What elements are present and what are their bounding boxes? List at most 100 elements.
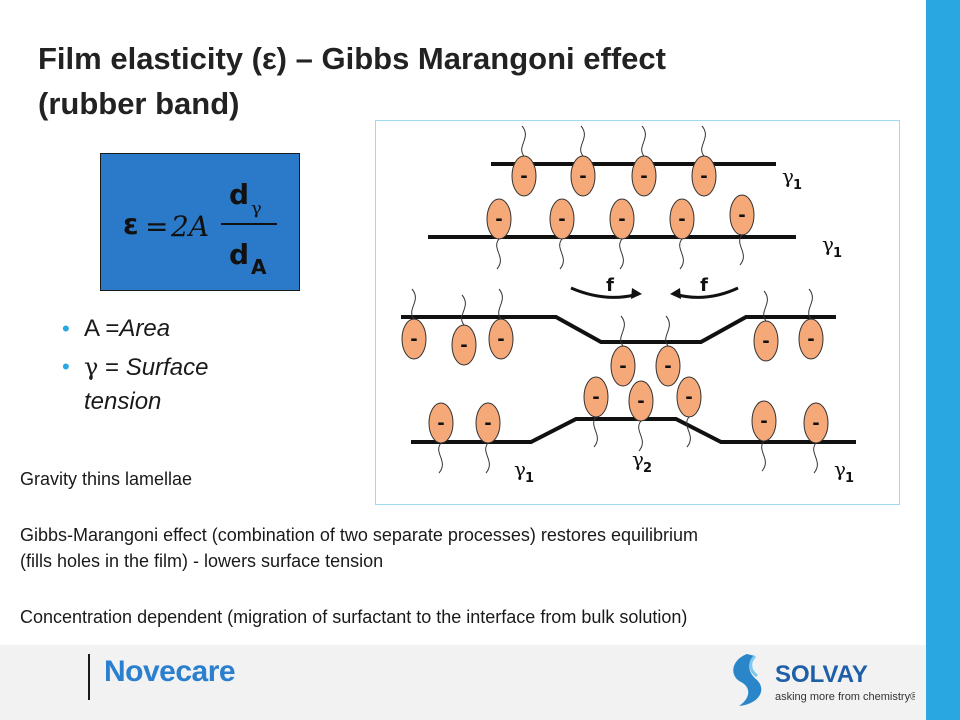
elasticity-formula: ε = 2A d γ d A [100,153,300,291]
bullet-dot-icon: • [62,354,70,379]
surfactant-tail [485,442,490,474]
surfactant-tail [521,125,526,157]
formula-denominator-sub: A [251,255,267,279]
surfactant-tails [411,125,818,474]
minus-charge-label: - [760,411,767,432]
minus-charge-label: - [640,166,647,187]
paragraph-gravity: Gravity thins lamellae [20,469,193,489]
definition-surface-tension: • γ = Surface tension [62,350,208,419]
definition-gamma-value-1: Surface [125,354,209,381]
surfactant-head [511,155,537,197]
surface-tension-label: γ [782,164,794,188]
formula-denominator-d: d [229,238,249,271]
surfactant-head [676,376,702,418]
minus-charge-label: - [738,205,745,226]
surfactant-head [475,402,501,444]
film-surface-line [411,417,856,444]
surfactant-head [729,194,755,236]
surfactant-head [751,400,777,442]
surfactant-tail [619,238,624,270]
surfactant-tail [739,234,744,266]
formula-equals: = [145,210,168,243]
footer-band [0,645,926,720]
force-label: f [700,275,708,296]
surfactant-tail [461,294,466,326]
surfactant-head [488,318,514,360]
definition-area: • A =Area [62,312,208,346]
surfactant-tail [701,125,706,157]
surfactant-head [609,198,635,240]
solvay-wordmark: SOLVAY [775,661,868,688]
surfactant-head [428,402,454,444]
definition-gamma-value-2: tension [84,388,162,415]
novecare-logo-text: Novecare [104,655,236,688]
surfactant-tail [638,420,643,452]
surfactant-head [798,318,824,360]
paragraph-concentration: Concentration dependent (migration of su… [20,607,688,627]
minus-charge-label: - [579,166,586,187]
title-line-2: (rubber band) [38,86,240,121]
film-surface-line [401,315,836,344]
formula-graphic: ε = 2A d γ d A [123,178,277,279]
film-surfaces [401,162,856,444]
formula-numerator-d: d [229,178,249,211]
surfactant-tail [620,315,625,347]
footer-divider [88,654,90,700]
surfactant-head [583,376,609,418]
slide-title: Film elasticity (ε) – Gibbs Marangoni ef… [38,36,898,126]
surfactant-tail [761,440,766,472]
solvay-tagline: asking more from chemistry® [775,691,915,703]
surfactant-head [401,318,427,360]
surface-tension-label: γ [834,457,846,481]
surfactant-tail [496,238,501,270]
surfactant-tail [498,288,503,320]
minus-charge-label: - [618,209,625,230]
surfactant-tail [559,238,564,270]
surface-tension-label: γ [514,457,526,481]
definition-gamma-equals: = [98,354,126,381]
force-arrows [570,286,739,299]
minus-charge-label: - [762,331,769,352]
surfactant-head [691,155,717,197]
surface-tension-subscript: 1 [525,471,534,486]
surfactant-head [451,324,477,366]
surfactant-tail [580,125,585,157]
title-line-1: Film elasticity (ε) – Gibbs Marangoni ef… [38,41,666,76]
definition-area-equals: = [98,315,120,342]
minus-charge-label: - [484,413,491,434]
minus-charge-label: - [685,387,692,408]
surfactant-head [486,198,512,240]
surfactant-tail [411,288,416,320]
paragraph-marangoni-line-2: (fills holes in the film) - lowers surfa… [20,551,384,571]
formula-epsilon: ε [123,208,139,241]
surfactant-head [655,345,681,387]
bullet-dot-icon: • [62,316,70,341]
surfactant-tail [593,416,598,448]
surfactant-head [628,380,654,422]
minus-charge-label: - [592,387,599,408]
minus-charge-label: - [520,166,527,187]
surfactant-tail [686,416,691,448]
minus-charge-label: - [812,413,819,434]
minus-charge-label: - [497,329,504,350]
right-arrowhead-icon [670,288,681,299]
definition-area-symbol: A [84,315,99,342]
paragraph-marangoni: Gibbs-Marangoni effect (combination of t… [20,522,698,574]
accent-side-bar [926,0,960,720]
minus-charge-label: - [437,413,444,434]
minus-charge-label: - [678,209,685,230]
surface-tension-subscript: 2 [643,461,652,476]
left-arrowhead-icon [631,288,642,299]
surfactant-head [669,198,695,240]
left-force-arrow [570,286,639,299]
surfactant-tail [438,442,443,474]
surface-tension-subscript: 1 [793,178,802,193]
surfactant-head [631,155,657,197]
surface-tension-label: γ [632,447,644,471]
minus-charge-label: - [807,329,814,350]
surfactant-heads: ----------------------- [401,155,829,444]
force-label: f [606,275,614,296]
surfactant-tail [763,290,768,322]
